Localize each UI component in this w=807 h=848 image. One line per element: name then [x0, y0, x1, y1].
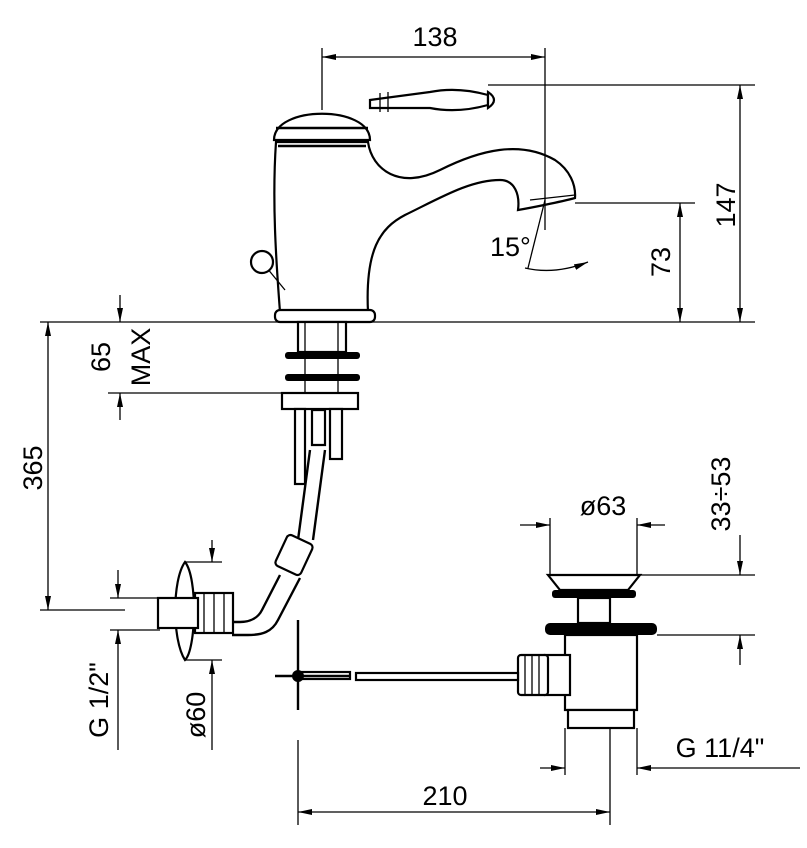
label-waste-thread: G 11/4" — [676, 733, 765, 763]
label-escutcheon-diameter: ø60 — [181, 692, 211, 739]
popup-knob — [249, 249, 275, 275]
faucet-body — [249, 88, 577, 324]
label-waste-range: 33÷53 — [706, 457, 736, 532]
label-hose-length: 365 — [18, 445, 48, 490]
label-supply-thread: G 1/2" — [84, 662, 114, 738]
mounting-assembly — [232, 320, 360, 637]
label-deck-thickness: 65 — [86, 342, 116, 372]
label-waste-diameter: ø63 — [580, 491, 627, 521]
base-plate — [273, 308, 377, 324]
label-total-height: 147 — [711, 182, 741, 227]
label-max: MAX — [126, 328, 156, 387]
supply-valve — [156, 560, 235, 662]
popup-waste — [275, 573, 657, 730]
label-spout-angle: 15° — [490, 232, 531, 262]
label-spout-reach: 138 — [412, 22, 457, 52]
dimension-lines — [40, 48, 800, 825]
label-waste-distance: 210 — [422, 781, 467, 811]
label-spout-height: 73 — [646, 247, 676, 277]
